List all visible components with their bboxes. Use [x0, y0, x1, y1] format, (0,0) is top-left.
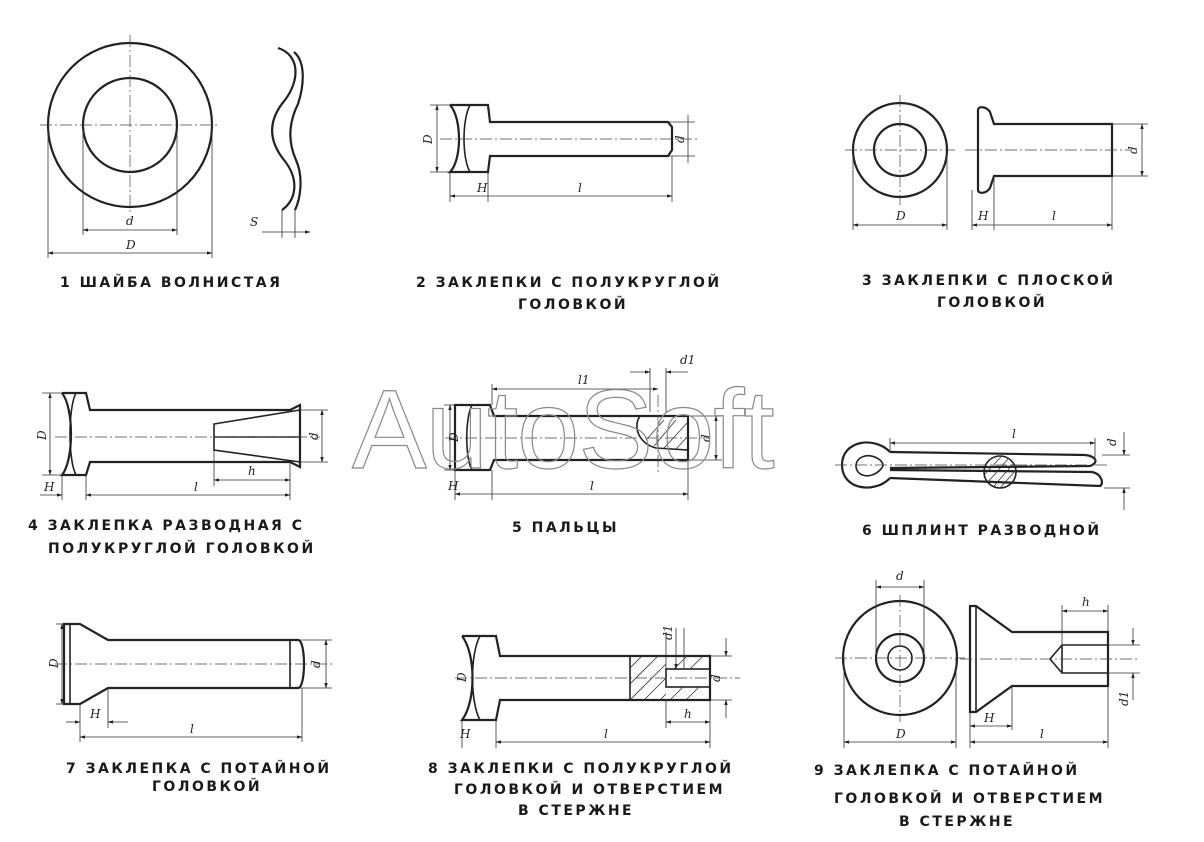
- label-d: d: [309, 660, 323, 668]
- label-h: h: [1082, 595, 1090, 609]
- caption-4-line-1: 4 ЗАКЛЕПКА РАЗВОДНАЯ С: [28, 518, 304, 534]
- label-d1: d1: [661, 625, 675, 640]
- captions: 1 ШАЙБА ВОЛНИСТАЯ 2 ЗАКЛЕПКИ С ПОЛУКРУГЛ…: [28, 272, 1116, 830]
- label-d1: d1: [680, 353, 695, 367]
- part-3-flat-head-rivet: D H l d: [845, 95, 1148, 230]
- label-l: l: [1040, 727, 1044, 741]
- label-l: l: [1052, 209, 1056, 223]
- label-d: d: [1126, 146, 1140, 154]
- part-6-cotter-pin: l d: [835, 427, 1130, 510]
- label-l: l: [590, 479, 594, 493]
- label-H: H: [476, 181, 488, 195]
- label-l: l: [604, 727, 608, 741]
- part-8-round-head-rivet-with-hole: d1 D d h H l: [455, 625, 740, 748]
- part-9-countersunk-rivet-with-hole: d h d1 H D l: [835, 569, 1140, 748]
- label-D: D: [455, 672, 469, 683]
- caption-2-line-1: 2 ЗАКЛЕПКИ С ПОЛУКРУГЛОЙ: [416, 274, 722, 291]
- label-l: l: [190, 722, 194, 736]
- caption-6-line-1: 6 ШПЛИНТ РАЗВОДНОЙ: [862, 522, 1102, 539]
- label-d: d: [126, 214, 134, 228]
- caption-2-line-2: ГОЛОВКОЙ: [518, 296, 628, 313]
- label-d: d: [307, 432, 321, 440]
- label-S: S: [250, 215, 258, 229]
- caption-8-line-3: В СТЕРЖНЕ: [518, 803, 634, 819]
- part-2-round-head-rivet: D d H l: [421, 103, 700, 202]
- label-d: d: [709, 674, 723, 682]
- label-D: D: [895, 727, 906, 741]
- label-H: H: [89, 707, 101, 721]
- caption-4-line-2: ПОЛУКРУГЛОЙ ГОЛОВКОЙ: [48, 540, 316, 557]
- label-h: h: [684, 707, 692, 721]
- label-d: d: [699, 434, 713, 442]
- label-D: D: [895, 209, 906, 223]
- label-l: l: [1012, 427, 1016, 441]
- caption-7-line-2: ГОЛОВКОЙ: [152, 778, 262, 795]
- caption-8-line-2: ГОЛОВКОЙ И ОТВЕРСТИЕМ: [454, 781, 725, 798]
- caption-3-line-1: 3 ЗАКЛЕПКИ С ПЛОСКОЙ: [862, 272, 1116, 289]
- label-H: H: [983, 711, 995, 725]
- caption-7-line-1: 7 ЗАКЛЕПКА С ПОТАЙНОЙ: [66, 760, 332, 777]
- part-1-wave-washer: d D S: [40, 35, 311, 258]
- part-4-split-rivet: D d h H l: [35, 391, 328, 500]
- label-h: h: [248, 464, 256, 478]
- part-7-countersunk-rivet: D d H l: [47, 622, 335, 742]
- label-D: D: [125, 238, 136, 252]
- caption-9-line-3: В СТЕРЖНЕ: [899, 814, 1015, 830]
- label-l: l: [578, 181, 582, 195]
- label-l: l: [194, 480, 198, 494]
- caption-9-line-2: ГОЛОВКОЙ И ОТВЕРСТИЕМ: [834, 790, 1105, 807]
- label-D: D: [47, 658, 61, 669]
- label-H: H: [459, 727, 471, 741]
- label-d: d: [1105, 438, 1119, 446]
- label-d1: d1: [1117, 691, 1131, 706]
- caption-3-line-2: ГОЛОВКОЙ: [937, 294, 1047, 311]
- caption-1-line-1: 1 ШАЙБА ВОЛНИСТАЯ: [60, 274, 282, 291]
- label-D: D: [421, 134, 435, 145]
- label-H: H: [43, 480, 55, 494]
- label-H: H: [447, 479, 459, 493]
- label-d: d: [673, 135, 687, 143]
- label-l1: l1: [578, 373, 589, 387]
- caption-8-line-1: 8 ЗАКЛЕПКИ С ПОЛУКРУГЛОЙ: [428, 760, 734, 777]
- label-H: H: [977, 209, 989, 223]
- caption-5-line-1: 5 ПАЛЬЦЫ: [512, 520, 619, 536]
- watermark: AutoSoft: [352, 367, 775, 492]
- caption-9-line-1: 9 ЗАКЛЕПКА С ПОТАЙНОЙ: [814, 762, 1080, 779]
- part-5-pins: d1 l1 D d H l: [444, 353, 722, 500]
- label-D: D: [447, 432, 461, 443]
- label-D: D: [35, 430, 49, 441]
- label-d: d: [896, 569, 904, 583]
